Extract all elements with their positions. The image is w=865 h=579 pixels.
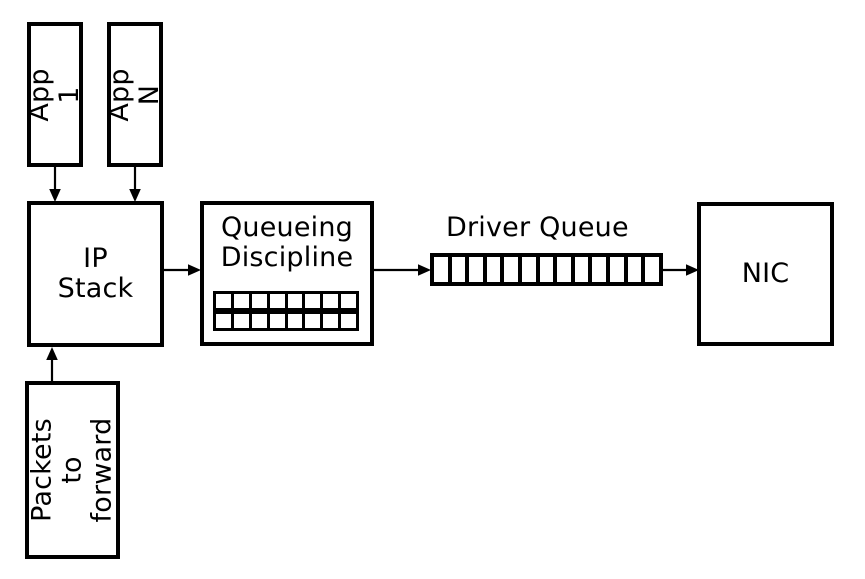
driver-queue-cell xyxy=(592,257,611,282)
node-ip-stack: IP Stack xyxy=(27,201,164,347)
driver-queue-label: Driver Queue xyxy=(446,212,629,243)
qdisc-cell xyxy=(341,314,356,328)
node-packets-to-forward-label: Packets to forward xyxy=(26,417,118,523)
edge-app1-to-ip-stack xyxy=(47,166,63,203)
qdisc-cell xyxy=(287,294,306,308)
driver-queue-cell xyxy=(451,257,470,282)
driver-queue-cell xyxy=(539,257,558,282)
node-appn-label: App N xyxy=(103,67,165,122)
edge-ip-stack-to-qdisc xyxy=(163,262,202,278)
qdisc-cell xyxy=(269,294,288,308)
driver-queue-cell xyxy=(627,257,646,282)
qdisc-cell xyxy=(251,314,270,328)
node-queueing-discipline-label: Queueing Discipline xyxy=(220,212,354,274)
driver-queue-cell xyxy=(469,257,487,282)
qdisc-cell xyxy=(233,294,252,308)
driver-queue-cell xyxy=(434,257,452,282)
node-app1-label: App 1 xyxy=(23,67,85,122)
qdisc-cell xyxy=(305,314,324,328)
qdisc-cell xyxy=(323,314,342,328)
driver-queue-cell xyxy=(610,257,628,282)
edge-qdisc-to-driver-queue xyxy=(374,262,432,278)
qdisc-cell xyxy=(216,314,234,328)
driver-queue-cell xyxy=(522,257,540,282)
qdisc-queue-row-1 xyxy=(213,291,359,311)
node-nic: NIC xyxy=(697,202,834,346)
node-appn: App N xyxy=(103,22,165,167)
driver-queue-cell xyxy=(486,257,505,282)
node-nic-label: NIC xyxy=(741,257,790,289)
qdisc-cell xyxy=(269,314,288,328)
qdisc-cell xyxy=(233,314,252,328)
qdisc-cell xyxy=(341,294,356,308)
node-queueing-discipline: Queueing Discipline xyxy=(200,201,374,346)
node-packets-to-forward: Packets to forward xyxy=(25,381,120,559)
driver-queue-cell xyxy=(574,257,593,282)
qdisc-cell xyxy=(251,294,270,308)
edge-driver-queue-to-nic xyxy=(663,262,700,278)
qdisc-cell xyxy=(323,294,342,308)
driver-queue-cell xyxy=(504,257,523,282)
driver-queue-cell xyxy=(557,257,575,282)
qdisc-cell xyxy=(305,294,324,308)
node-ip-stack-label: IP Stack xyxy=(57,242,134,304)
qdisc-cell xyxy=(287,314,306,328)
node-app1: App 1 xyxy=(23,22,85,167)
edge-appn-to-ip-stack xyxy=(127,166,143,203)
driver-queue-cells xyxy=(430,253,663,286)
driver-queue-cell xyxy=(645,257,659,282)
edge-packets-to-forward-to-ip-stack xyxy=(44,346,60,383)
qdisc-cell xyxy=(216,294,234,308)
qdisc-queue-row-2 xyxy=(213,311,359,331)
